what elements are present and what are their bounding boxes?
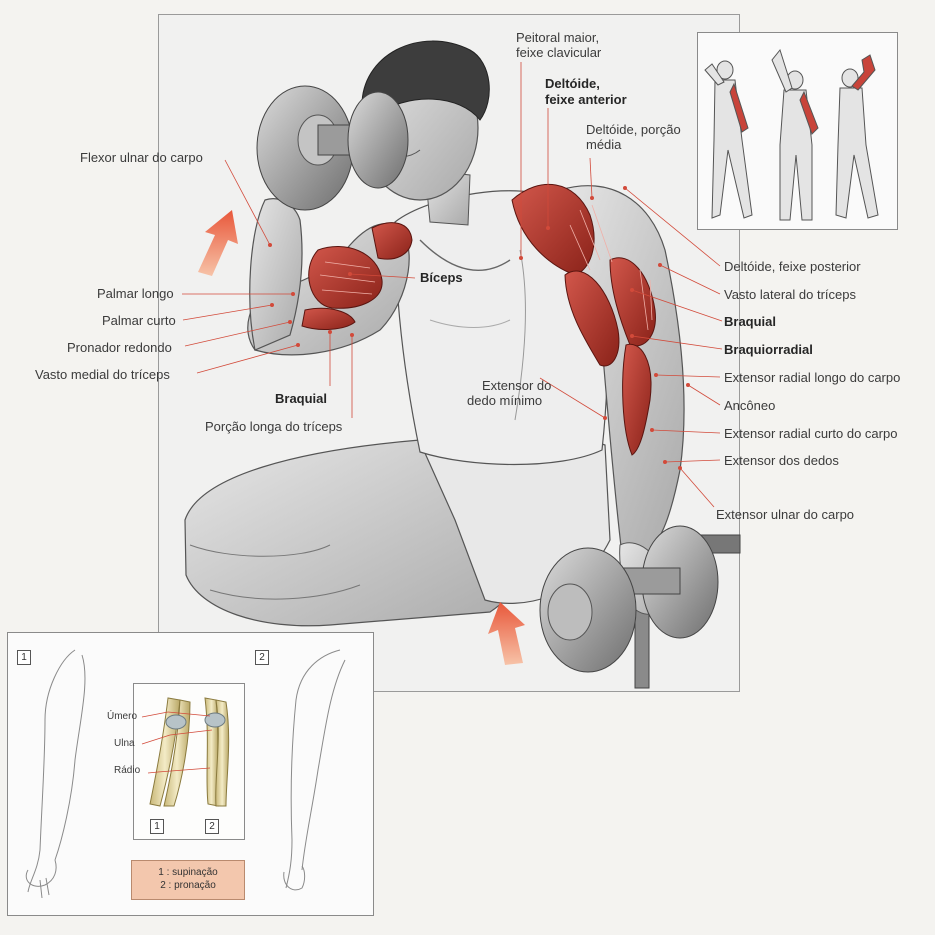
- lower-dumbbell: [539, 525, 719, 673]
- label-peitoral-1: Peitoral maior,: [516, 30, 600, 45]
- bone-leader-lines: [141, 711, 213, 774]
- legend-pronation: 2 : pronação: [160, 880, 216, 891]
- upward-arrow-icon: [198, 210, 238, 276]
- label-ulna: Ulna: [114, 738, 135, 749]
- label-extensor-minimo-1: Extensor do: [482, 378, 552, 393]
- label-pronador: Pronador redondo: [67, 340, 172, 355]
- bones-pronation: [204, 697, 230, 807]
- label-deltoide-post: Deltóide, feixe posterior: [724, 259, 861, 274]
- label-biceps: Bíceps: [420, 270, 463, 285]
- label-umero: Úmero: [107, 711, 138, 722]
- bone-number-2: 2: [205, 819, 219, 834]
- legend-box: 1 : supinação 2 : pronação: [131, 860, 245, 900]
- bones-supination: [149, 697, 191, 807]
- label-deltoide-med-1: Deltóide, porção: [586, 122, 681, 137]
- upward-arrow-icon: [488, 602, 525, 665]
- label-radio: Rádio: [114, 765, 141, 776]
- leader-dots: [268, 186, 690, 470]
- label-porcao-longa: Porção longa do tríceps: [205, 419, 343, 434]
- label-anconeo: Ancôneo: [724, 398, 776, 413]
- label-extensor-minimo-2: dedo mínimo: [467, 393, 543, 408]
- label-vasto-medial: Vasto medial do tríceps: [35, 367, 170, 382]
- label-palmar-longo: Palmar longo: [97, 286, 174, 301]
- legend-supination: 1 : supinação: [158, 867, 218, 878]
- figure-number-1: 1: [17, 650, 31, 665]
- label-braquiorradial: Braquiorradial: [724, 342, 813, 357]
- hanging-arm: [511, 184, 685, 615]
- label-braquial-left: Braquial: [275, 391, 328, 406]
- label-deltoide-ant-2: feixe anterior: [545, 92, 627, 107]
- label-flexor-ulnar: Flexor ulnar do carpo: [80, 150, 203, 165]
- label-braquial-right: Braquial: [724, 314, 777, 329]
- label-extensor-ulnar: Extensor ulnar do carpo: [716, 507, 855, 522]
- label-vasto-lateral: Vasto lateral do tríceps: [724, 287, 856, 302]
- label-extensor-dedos: Extensor dos dedos: [724, 453, 839, 468]
- label-extensor-radial-longo: Extensor radial longo do carpo: [724, 370, 901, 385]
- label-deltoide-ant-1: Deltóide,: [545, 76, 600, 91]
- bone-number-1: 1: [150, 819, 164, 834]
- label-extensor-radial-curto: Extensor radial curto do carpo: [724, 426, 898, 441]
- label-peitoral-2: feixe clavicular: [516, 45, 602, 60]
- upper-dumbbell: [256, 85, 409, 211]
- figure-number-2: 2: [255, 650, 269, 665]
- label-deltoide-med-2: média: [586, 137, 622, 152]
- leader-lines: [182, 62, 723, 508]
- label-palmar-curto: Palmar curto: [102, 313, 176, 328]
